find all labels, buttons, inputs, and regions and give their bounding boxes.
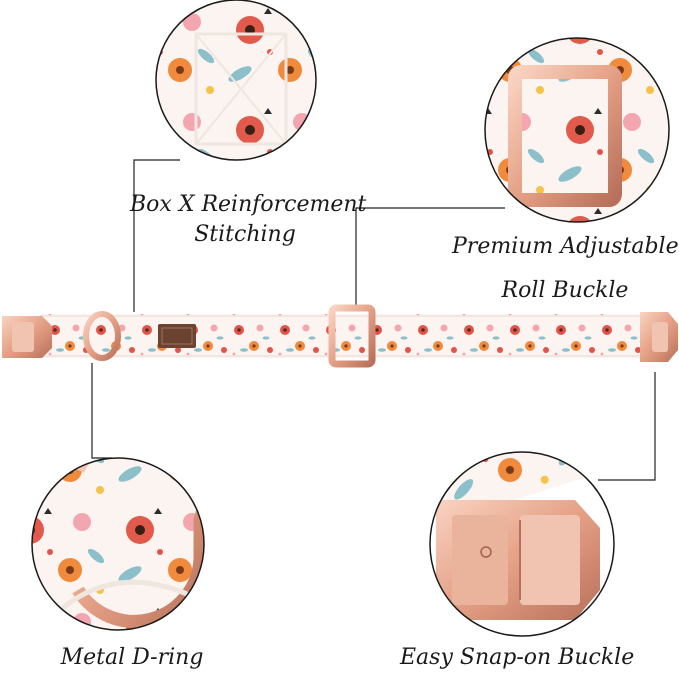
line-dring: [91, 363, 112, 459]
line-stitching: [133, 159, 180, 312]
collar-roll-buckle: [328, 304, 376, 368]
line-snap: [598, 372, 656, 481]
stitching-label-line1: Box X Reinforcement: [130, 192, 367, 217]
collar-d-ring: [83, 311, 121, 361]
stitching-label-line2: Stitching: [194, 222, 296, 247]
line-buckle: [355, 207, 505, 310]
snap-buckle-detail-photo: [429, 451, 615, 637]
buckle-label-line2: Roll Buckle: [501, 278, 629, 303]
collar-webbing: [40, 314, 650, 358]
stitching-feature-label: Box X Reinforcement Stitching: [130, 190, 367, 250]
snap-feature-label: Easy Snap-on Buckle: [400, 645, 635, 670]
dring-detail-photo: [31, 457, 205, 631]
dring-feature-label: Metal D-ring: [60, 645, 204, 670]
buckle-label-line1: Premium Adjustable: [452, 234, 679, 259]
stitching-detail-photo: [155, 0, 317, 161]
buckle-detail-photo: [484, 37, 670, 223]
collar-product-photo: [2, 304, 678, 368]
buckle-feature-label: Premium Adjustable Roll Buckle: [452, 232, 679, 306]
brand-tag: [158, 324, 196, 348]
callout-lines: [91, 159, 656, 481]
